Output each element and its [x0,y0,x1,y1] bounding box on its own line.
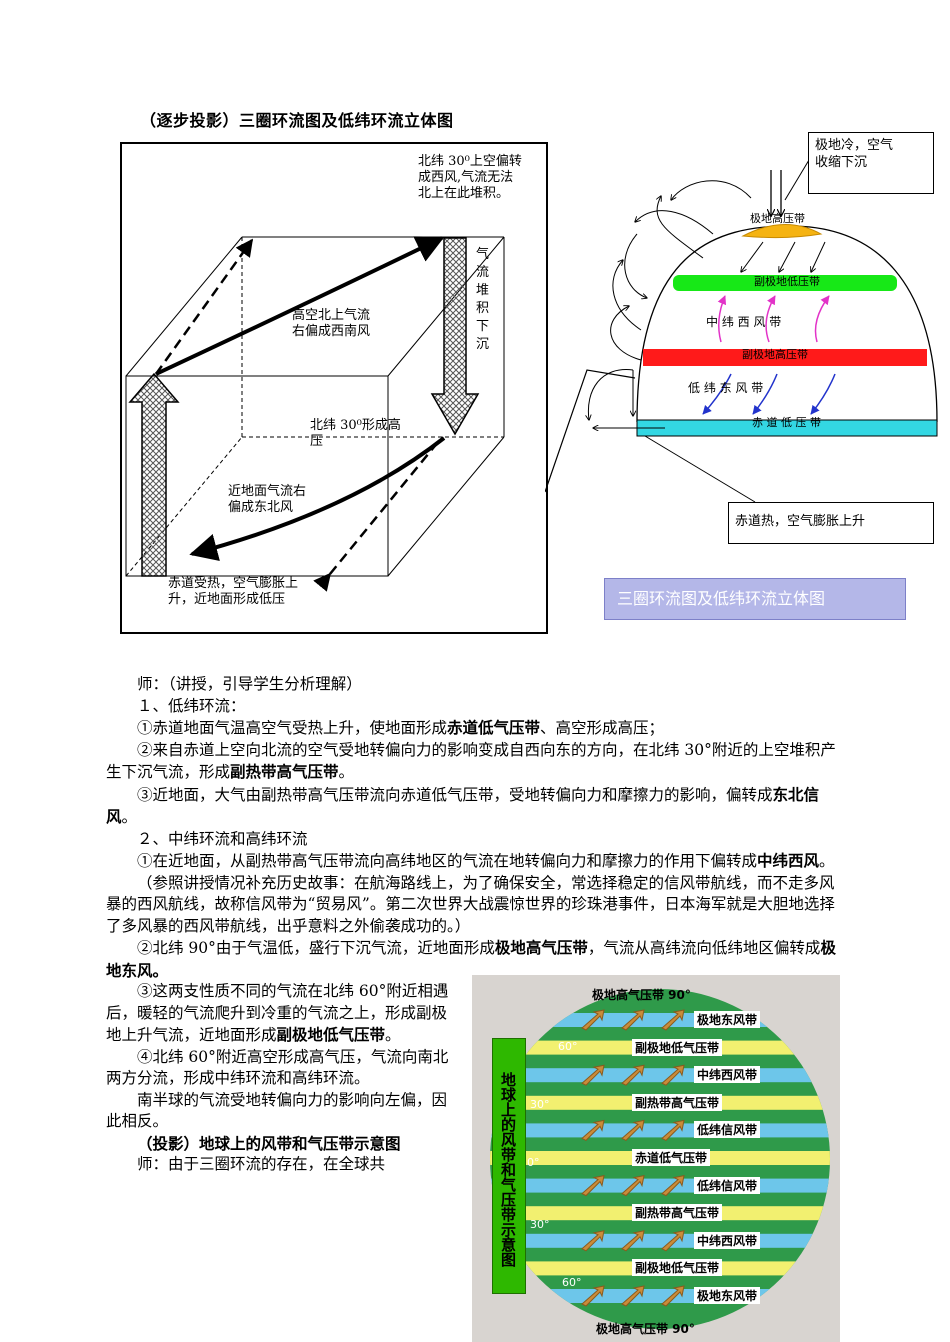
wind-arrow [661,1064,685,1086]
equator-low-label: 赤 道 低 压 带 [752,416,821,429]
sinking-air-arrow [430,237,480,436]
polar-high-label: 极地高压带 [750,212,805,225]
band-0 [490,1013,830,1027]
wind-arrow [661,1285,685,1307]
wind-map-bottom-label: 极地高气压带 90° [596,1322,695,1336]
band-10 [490,1289,830,1303]
wind-arrow [581,1285,605,1307]
wind-arrow [621,1230,645,1252]
subpolar-low-band [673,275,897,291]
subpolar-high-label: 副极地高压带 [742,348,808,361]
band-label: 副极地低气压带 [632,1259,723,1277]
para-8: ④北纬 60°附近高空形成高气压，气流向南北两方分流，形成中纬环流和高纬环流。 [106,1047,449,1088]
band-label: 副热带高气压带 [632,1204,723,1222]
para-4: ①在近地面，从副热带高气压带流向高纬地区的气流在地转偏向力和摩擦力的作用下偏转成… [137,851,835,870]
band-label: 中纬西风带 [694,1231,761,1249]
wind-arrow [621,1119,645,1142]
mid-westerly-label: 中 纬 西 风 带 [706,315,782,329]
wind-arrow [581,1174,605,1197]
hemisphere-outline [636,225,938,423]
wind-arrow [661,1009,685,1031]
trade-wind-label: 低 纬 东 风 带 [688,381,764,395]
para-7: ③这两支性质不同的气流在北纬 60°附近相遇后，暖轻的气流爬升到冷重的气流之上，… [106,982,449,1044]
band-label: 低纬信风带 [694,1176,761,1194]
polar-high-band [741,224,823,239]
section-2-title: ２、中纬环流和高纬环流 [137,829,308,848]
band-8 [490,1233,830,1248]
upper-flow-arrow [155,236,445,376]
band-label: 极地东风带 [694,1287,761,1304]
lat-label: 60° [558,1040,578,1053]
equator-note: 赤道热，空气膨胀上升 [728,502,934,544]
para-10: （投影）地球上的风带和气压带示意图 [137,1133,401,1153]
section-1-title: １、低纬环流： [137,696,246,715]
wind-arrow [621,1285,645,1307]
band-4 [490,1123,830,1138]
wind-arrow [581,1119,605,1142]
side-text: ③这两支性质不同的气流在北纬 60°附近相遇后，暖轻的气流爬升到冷重的气流之上，… [106,981,454,1176]
subpolar-high-band [643,349,927,366]
lat-label: 30° [530,1218,550,1231]
para-3: ③近地面，大气由副热带高气压带流向赤道低气压带，受地转偏向力和摩擦力的影响，偏转… [106,784,820,827]
cube-sinking-label: 气 流 堆 积 下 沉 [476,247,490,352]
polar-note: 极地冷，空气 收缩下沉 [808,132,934,194]
band-label: 副极地低气压带 [632,1038,723,1056]
cube-high-pressure-label: 北纬 30⁰形成高 压 [310,418,401,449]
band-label: 副热带高气压带 [632,1093,723,1111]
band-label: 极地东风带 [694,1011,761,1028]
cube-upper-flow-label: 高空北上气流 右偏成西南风 [292,308,371,339]
surface-flow-arrow [189,436,446,562]
main-text: 师：（讲授，引导学生分析理解） １、低纬环流： ①赤道地面气温高空气受热上升，使… [106,674,846,982]
dashed-arrow-top [154,238,254,375]
subpolar-low-label: 副极地低压带 [754,275,820,288]
lat-label: 60° [562,1276,582,1289]
wind-map-top-label: 极地高气压带 90° [592,988,691,1002]
wind-map-vertical-title: 地球上的风带和气压带示意图 [492,1038,526,1294]
band-6 [490,1178,830,1193]
band-label: 低纬信风带 [694,1121,761,1139]
cube-top-note: 北纬 30⁰上空偏转 成西风,气流无法 北上在此堆积。 [418,154,522,201]
para-5: （参照讲授情况补充历史故事：在航海路线上，为了确保安全，常选择稳定的信风带航线，… [106,873,835,935]
cube-bottom-note: 赤道受热，空气膨胀上 升，近地面形成低压 [168,576,299,607]
connector-lines [545,369,636,493]
dashed-arrow-bottom [313,441,439,592]
wind-arrow [621,1009,645,1031]
wind-arrow [661,1119,685,1142]
cube-surface-flow-label: 近地面气流右 偏成东北风 [228,484,307,515]
wind-arrow [621,1064,645,1086]
wind-arrow [661,1230,685,1252]
para-11: 师：由于三圈环流的存在，在全球共 [137,1155,386,1173]
wind-arrow [661,1174,685,1197]
lat-label: 30° [530,1098,550,1111]
globe-diagram [545,149,938,503]
wind-arrow [581,1009,605,1031]
lat-label: 0° [527,1156,540,1169]
band-2 [490,1068,830,1083]
para-2: ②来自赤道上空向北流的空气受地转偏向力的影响变成自西向东的方向，在北纬 30°附… [106,740,836,782]
wind-arrow [581,1064,605,1086]
rising-air-arrow [128,372,180,577]
cube-diagram-frame [120,142,548,634]
cube-diagram [125,236,505,592]
page-heading: （逐步投影）三圈环流图及低纬环流立体图 [140,111,454,130]
band-label: 赤道低气压带 [632,1149,711,1166]
para-6: ②北纬 90°由于气温低，盛行下沉气流，近地面形成极地高气压带，气流从高纬流向低… [106,938,836,980]
para-9: 南半球的气流受地转偏向力的影响向左偏，因此相反。 [106,1090,448,1131]
globe-title: 三圈环流图及低纬环流立体图 [604,578,906,620]
para-1: ①赤道地面气温高空气受热上升，使地面形成赤道低气压带、高空形成高压； [137,718,665,737]
teacher-note-1: 师：（讲授，引导学生分析理解） [137,675,362,693]
band-label: 中纬西风带 [694,1066,761,1084]
wind-arrow [581,1230,605,1252]
wind-arrow [621,1174,645,1197]
